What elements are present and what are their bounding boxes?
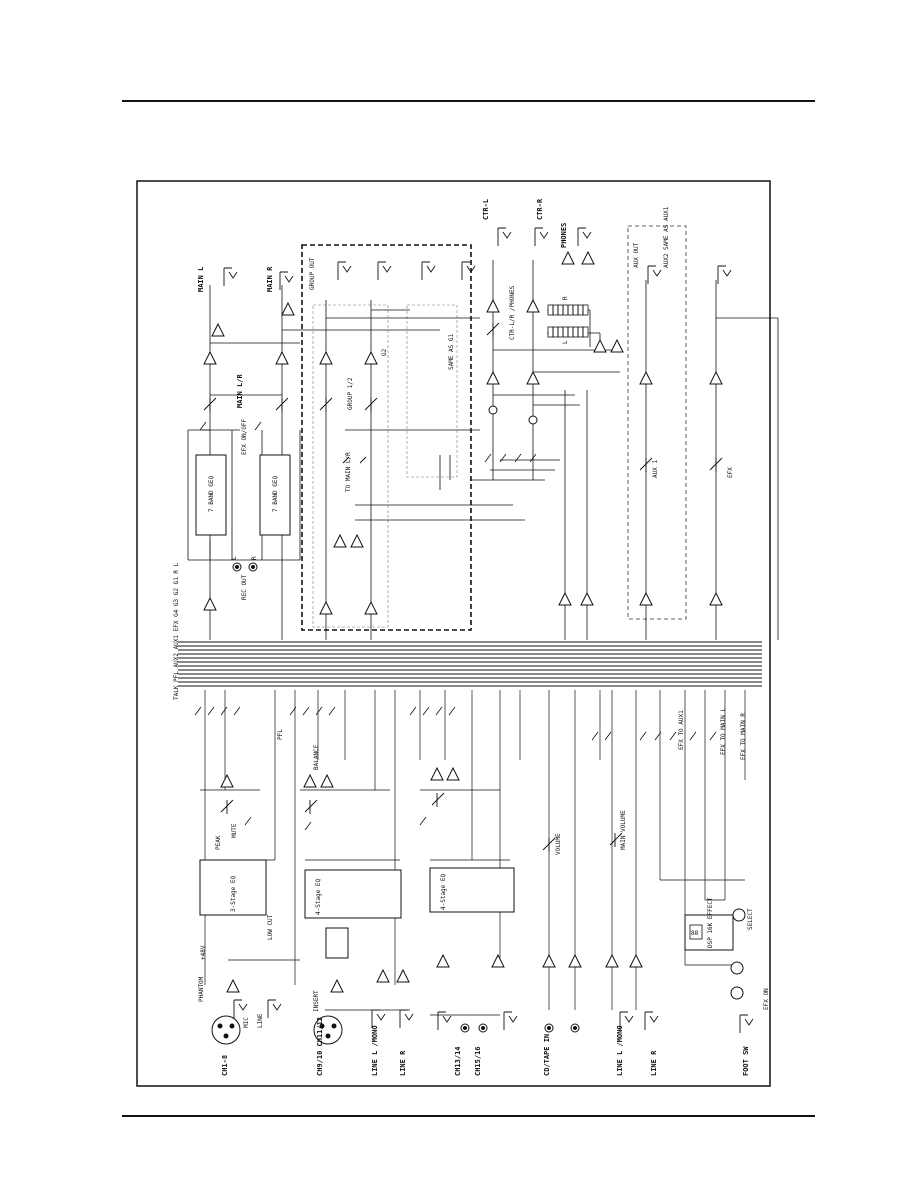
footer-rule <box>122 1115 815 1117</box>
faders <box>203 322 723 852</box>
geq-block-b <box>259 454 291 536</box>
label-meter-l: L <box>562 340 569 344</box>
label-mute: MUTE <box>231 823 238 838</box>
label-pfl: PFL <box>277 729 284 740</box>
label-line-r: LINE R <box>399 1050 407 1076</box>
label-layer: MAIN L MAIN R GROUP OUT CTR-L CTR-R PHON… <box>173 198 770 1076</box>
label-line-r-2: LINE R <box>650 1050 658 1076</box>
label-rec-l: L <box>231 556 238 560</box>
label-group-12: GROUP 1/2 <box>347 377 354 410</box>
header-rule <box>122 100 815 102</box>
label-meter-r: R <box>562 296 569 300</box>
label-rec-r: R <box>251 556 258 560</box>
label-ctr-l: CTR-L <box>482 199 490 220</box>
label-insert: INSERT <box>313 990 320 1012</box>
label-ch13-14: CH13/14 <box>454 1046 462 1076</box>
group-out-box <box>301 244 472 631</box>
label-4band-eq-2: 4-Stage EQ <box>440 873 447 910</box>
label-select: SELECT <box>747 908 754 930</box>
label-line-l-mono-2: LINE L /MONO <box>616 1025 624 1076</box>
label-efx-onoff: EFX ON/OFF <box>241 418 248 455</box>
label-ch15-16: CH15/16 <box>474 1046 482 1076</box>
seg-display-frame <box>689 924 703 940</box>
label-main-l: MAIN L <box>197 267 205 292</box>
eq-block-ch9 <box>304 869 402 919</box>
label-efx-to-main-r: EFX TO MAIN R <box>740 713 747 760</box>
group-34-box <box>406 304 458 478</box>
label-7band-a: 7 BAND GEQ <box>208 475 215 512</box>
label-plus48: +48V <box>200 945 207 960</box>
label-7band-b: 7 BAND GEQ <box>272 475 279 512</box>
label-aux1: AUX 1 <box>652 460 659 478</box>
meter-r <box>547 304 589 316</box>
jack-symbols <box>223 227 754 1033</box>
label-ctr-lr-phones: CTR-L/R /PHONES <box>509 285 516 340</box>
label-dsp: DSP 16K EFFECT <box>707 897 714 948</box>
label-phones: PHONES <box>560 223 568 248</box>
label-ch9-12: CH9/10 CH11/12 <box>316 1017 324 1076</box>
geq-block-a <box>195 454 227 536</box>
connectors <box>211 405 746 1045</box>
label-volume: VOLUME <box>555 833 562 855</box>
label-balance: BALANCE <box>313 744 320 770</box>
label-low-cut: LOW CUT <box>267 914 274 940</box>
meter-l <box>547 326 589 338</box>
label-peak: PEAK <box>215 835 222 850</box>
label-main-volume: MAIN VOLUME <box>620 810 627 850</box>
label-foot-sw: FOOT SW <box>742 1046 750 1076</box>
label-same-as-g: SAME AS G1 <box>448 333 455 370</box>
label-efx-to-aux1: EFX TO AUX1 <box>678 710 685 750</box>
label-3band-eq: 3-Stage EQ <box>230 875 237 912</box>
aux-out-box <box>627 225 687 620</box>
bus-bundle <box>178 641 762 687</box>
channel-lines <box>200 690 746 1016</box>
diagram-frame <box>136 180 771 1087</box>
label-cd-tape-in: CD/TAPE IN <box>543 1034 551 1076</box>
trim-block <box>325 927 349 959</box>
label-efx-on: EFX ON <box>763 988 770 1010</box>
label-efx-to-main: EFX TO MAIN L <box>720 708 727 755</box>
label-efx: EFX <box>727 467 734 478</box>
seg-display: 88 <box>691 930 699 937</box>
label-group-out: GROUP OUT <box>309 257 316 290</box>
label-mic: MIC <box>243 1017 250 1028</box>
label-main-lr: MAIN L/R <box>236 373 244 408</box>
label-4band-eq: 4-Stage EQ <box>315 878 322 915</box>
signal-lines <box>187 260 779 640</box>
amplifiers <box>203 250 723 993</box>
label-aux-out: AUX OUT <box>633 242 640 268</box>
label-aux2-same: AUX2 SAME AS AUX1 <box>663 206 670 268</box>
switches <box>194 421 717 831</box>
label-main-r: MAIN R <box>266 266 274 292</box>
label-ctr-r: CTR-R <box>536 198 544 220</box>
label-g2: G2 <box>381 348 388 356</box>
eq-block-ch1 <box>199 859 267 916</box>
label-line: LINE <box>257 1013 264 1028</box>
group-12-box <box>312 304 389 628</box>
eq-block-ch13 <box>429 867 515 913</box>
label-ch1-8: CH1-8 <box>221 1055 229 1076</box>
label-line-l-mono: LINE L /MONO <box>371 1025 379 1076</box>
label-bus-names: TALK PFL AUX2 AUX1 EFX G4 G3 G2 G1 R L <box>173 562 180 700</box>
label-rec-out: REC OUT <box>241 574 248 600</box>
label-phantom: PHANTOM <box>198 976 205 1002</box>
label-to-main-lr: TO MAIN L/R <box>345 452 352 492</box>
